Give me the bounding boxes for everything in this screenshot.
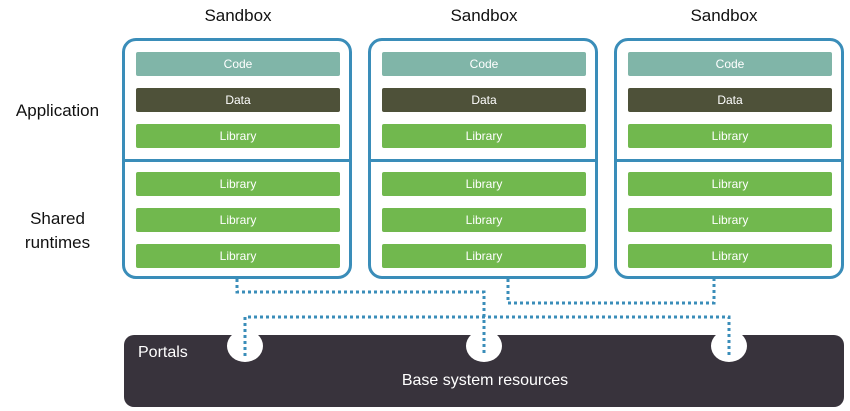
library-block: Library	[136, 124, 340, 148]
library-block: Library	[628, 172, 832, 196]
data-block: Data	[382, 88, 586, 112]
shared-runtimes-label-line1: Shared	[30, 209, 85, 228]
sandbox-3-title: Sandbox	[690, 6, 758, 25]
connector-sandbox-1	[235, 279, 486, 356]
portal-oval-1	[227, 330, 263, 362]
base-system-resources-label: Base system resources	[401, 372, 569, 389]
connector-sandbox-2-3	[506, 279, 716, 305]
library-block: Library	[628, 208, 832, 232]
library-block: Library	[382, 172, 586, 196]
code-block: Code	[136, 52, 340, 76]
library-block: Library	[136, 172, 340, 196]
sandbox-2-title: Sandbox	[450, 6, 518, 25]
sandbox-divider	[125, 159, 349, 162]
library-block: Library	[136, 208, 340, 232]
sandbox-2: Code Data Library Library Library Librar…	[368, 38, 598, 279]
sandbox-3: Code Data Library Library Library Librar…	[614, 38, 844, 279]
library-block: Library	[382, 208, 586, 232]
sandbox-divider	[371, 159, 595, 162]
application-label: Application	[15, 101, 100, 120]
code-block: Code	[382, 52, 586, 76]
library-block: Library	[628, 244, 832, 268]
library-block: Library	[382, 124, 586, 148]
library-block: Library	[136, 244, 340, 268]
library-block: Library	[382, 244, 586, 268]
sandbox-1-title: Sandbox	[204, 6, 272, 25]
shared-runtimes-label-line2: runtimes	[24, 233, 91, 252]
connector-portals	[243, 315, 731, 356]
data-block: Data	[628, 88, 832, 112]
portals-label: Portals	[138, 344, 188, 361]
code-block: Code	[628, 52, 832, 76]
sandbox-divider	[617, 159, 841, 162]
sandbox-1: Code Data Library Library Library Librar…	[122, 38, 352, 279]
data-block: Data	[136, 88, 340, 112]
library-block: Library	[628, 124, 832, 148]
